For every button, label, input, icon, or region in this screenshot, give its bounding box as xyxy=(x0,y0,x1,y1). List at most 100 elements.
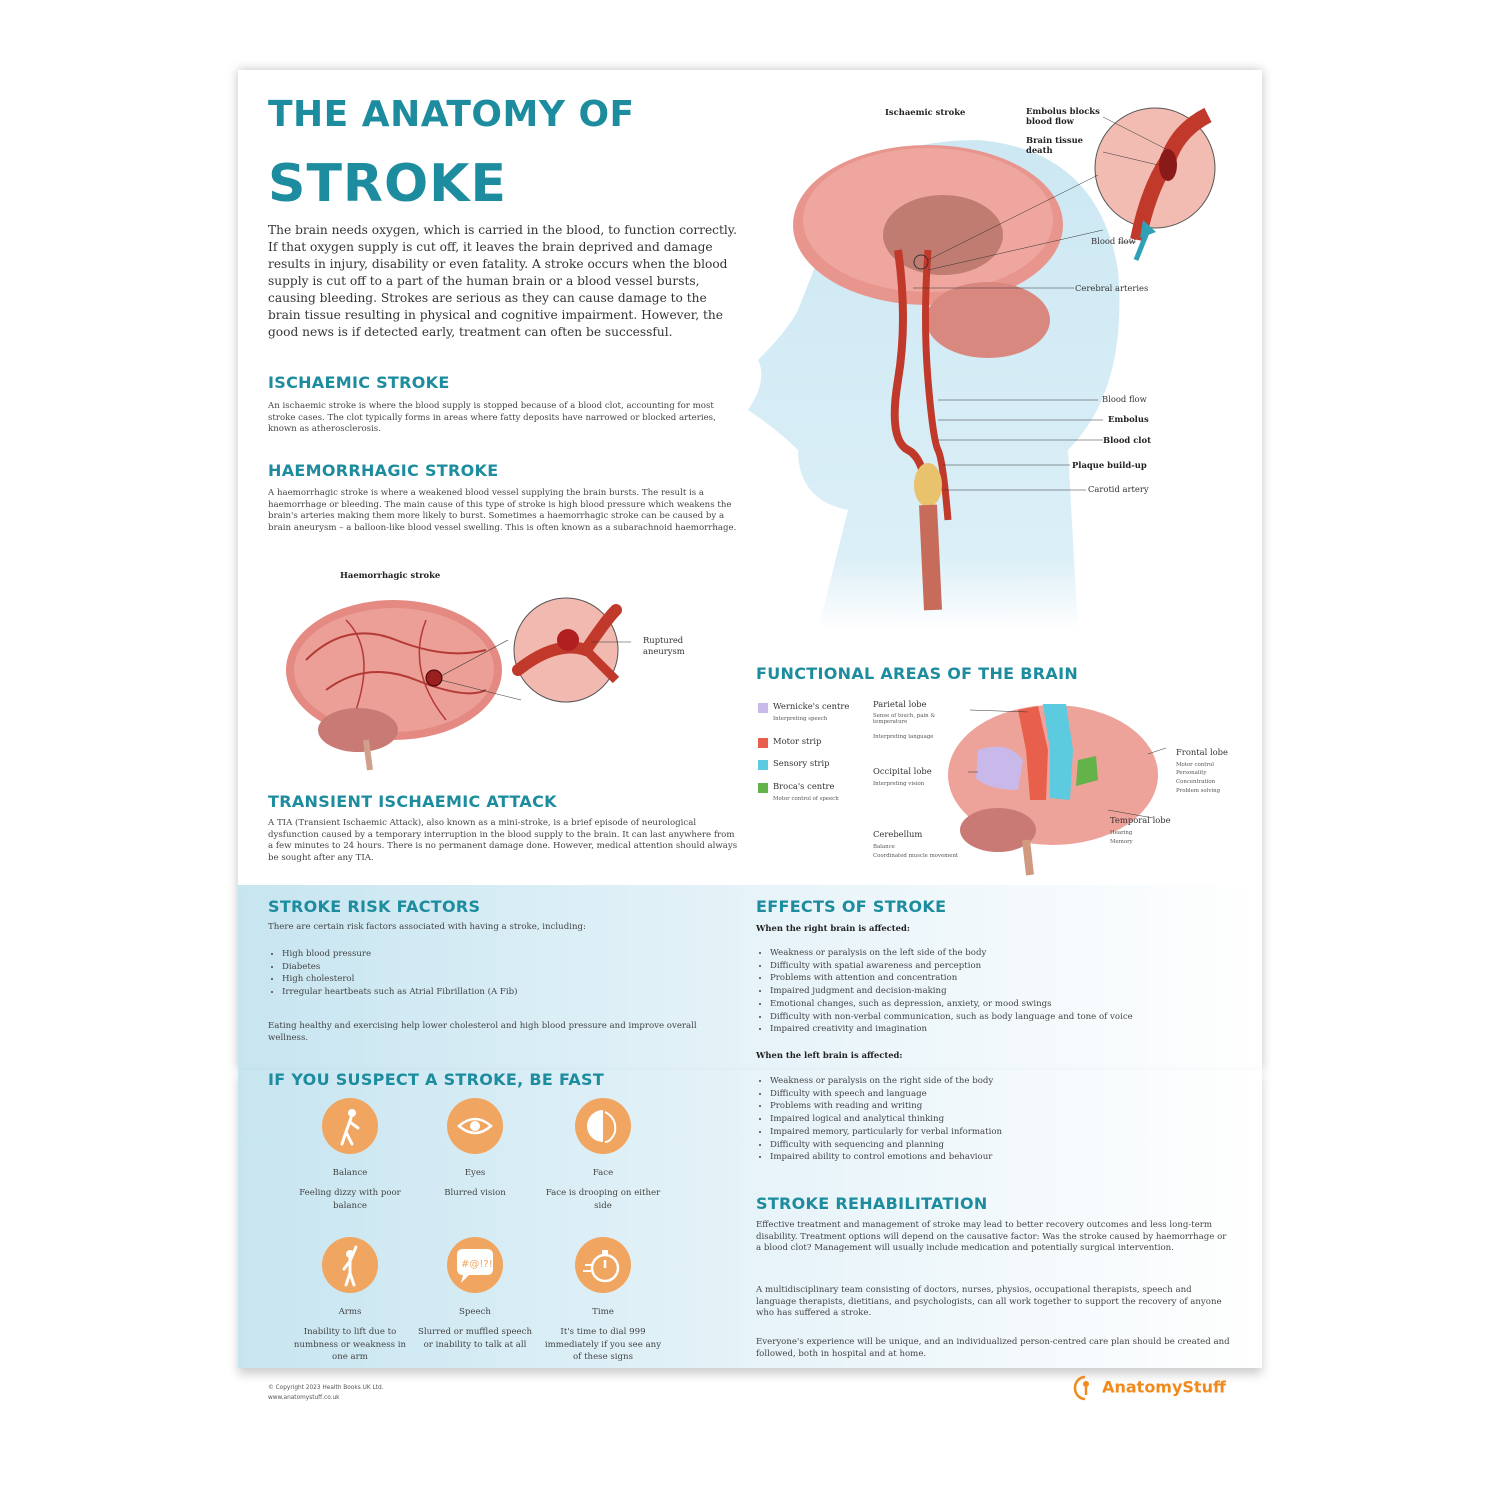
effects-right-title: When the right brain is affected: xyxy=(756,923,910,933)
temporal-desc-1: Hearing xyxy=(1110,830,1133,836)
list-item: Impaired ability to control emotions and… xyxy=(770,1151,1250,1164)
list-item: Difficulty with sequencing and planning xyxy=(770,1139,1250,1152)
embolus-label: Embolus xyxy=(1108,414,1149,424)
risk-intro: There are certain risk factors associate… xyxy=(268,922,586,932)
blood-clot-label: Blood clot xyxy=(1103,435,1151,445)
eye-icon xyxy=(447,1098,503,1154)
svg-text:#@!?!: #@!?! xyxy=(461,1259,493,1270)
ischaemic-heading: ISCHAEMIC STROKE xyxy=(268,373,450,392)
legend-swatch-broca xyxy=(758,783,768,793)
fast-desc: It's time to dial 999 immediately if you… xyxy=(544,1327,662,1362)
parietal-lobe-label: Parietal lobe xyxy=(873,699,927,709)
effects-heading: EFFECTS OF STROKE xyxy=(756,897,947,916)
blood-flow-top-label: Blood flow xyxy=(1091,236,1136,246)
legend-broca-desc: Motor control of speech xyxy=(773,796,839,802)
ruptured-aneurysm-label: Ruptured aneurysm xyxy=(643,635,685,656)
frontal-desc-4: Problem solving xyxy=(1176,788,1221,794)
bottom-gradient-band xyxy=(238,885,1262,1070)
ischaemic-figure-title: Ischaemic stroke xyxy=(885,107,966,117)
functional-heading: FUNCTIONAL AREAS OF THE BRAIN xyxy=(756,664,1079,683)
copyright: © Copyright 2023 Health Books UK Ltd. xyxy=(268,1385,384,1391)
fast-name: Arms xyxy=(338,1307,362,1317)
occipital-desc-1: Interpreting vision xyxy=(873,781,925,787)
list-item: Impaired creativity and imagination xyxy=(770,1023,1250,1036)
legend-sensory: Sensory strip xyxy=(773,758,830,768)
list-item: Problems with reading and writing xyxy=(770,1100,1250,1113)
speech-bubble-icon: #@!?! xyxy=(447,1237,503,1293)
haemorrhagic-text: A haemorrhagic stroke is where a weakene… xyxy=(268,488,737,533)
fast-desc: Inability to lift due to numbness or wea… xyxy=(293,1327,407,1362)
website-url: www.anatomystuff.co.uk xyxy=(268,1395,340,1401)
parietal-desc-2: Interpreting language xyxy=(873,734,934,740)
list-item: Weakness or paralysis on the right side … xyxy=(770,1075,1250,1088)
fast-name: Speech xyxy=(459,1307,491,1317)
list-item: Irregular heartbeats such as Atrial Fibr… xyxy=(282,986,752,999)
effects-left-list: Weakness or paralysis on the right side … xyxy=(756,1075,1250,1164)
blood-flow-label: Blood flow xyxy=(1102,394,1147,404)
legend-broca: Broca's centre xyxy=(773,781,835,791)
fast-desc: Blurred vision xyxy=(444,1188,506,1198)
person-arm-raised-icon xyxy=(322,1237,378,1293)
ischaemic-head-illustration xyxy=(748,107,1216,630)
tia-text: A TIA (Transient Ischaemic Attack), also… xyxy=(268,818,738,863)
person-dizzy-icon xyxy=(322,1098,378,1154)
list-item: Diabetes xyxy=(282,961,752,974)
parietal-desc-1: Sense of touch, pain & temperature xyxy=(873,713,936,725)
risk-heading: STROKE RISK FACTORS xyxy=(268,897,481,916)
list-item: High blood pressure xyxy=(282,948,752,961)
fast-name: Time xyxy=(592,1307,614,1317)
occipital-lobe-label: Occipital lobe xyxy=(873,766,932,776)
intro-paragraph: The brain needs oxygen, which is carried… xyxy=(268,223,737,339)
tia-heading: TRANSIENT ISCHAEMIC ATTACK xyxy=(268,792,557,811)
haemorrhagic-figure-title: Haemorrhagic stroke xyxy=(340,570,441,580)
legend-wernicke-desc: Interpreting speech xyxy=(773,716,828,722)
list-item: High cholesterol xyxy=(282,973,752,986)
plaque-label: Plaque build-up xyxy=(1072,460,1147,470)
stopwatch-icon xyxy=(575,1237,631,1293)
risk-list: High blood pressure Diabetes High choles… xyxy=(268,948,752,999)
rehab-heading: STROKE REHABILITATION xyxy=(756,1194,988,1213)
rehab-p1: Effective treatment and management of st… xyxy=(756,1220,1227,1253)
fast-desc: Slurred or muffled speech or inability t… xyxy=(417,1327,532,1350)
cerebellum-desc-2: Coordinated muscle movement xyxy=(873,853,959,859)
rehab-p3: Everyone's experience will be unique, an… xyxy=(756,1337,1230,1359)
lower-band xyxy=(238,1070,1262,1368)
fast-desc: Feeling dizzy with poor balance xyxy=(299,1188,401,1211)
cerebellum-desc-1: Balance xyxy=(873,844,895,850)
embolus-blocks-label: Embolus blocks blood flow xyxy=(1026,106,1100,126)
fast-eyes: Eyes Blurred vision xyxy=(415,1098,535,1200)
list-item: Impaired logical and analytical thinking xyxy=(770,1113,1250,1126)
haemorrhagic-heading: HAEMORRHAGIC STROKE xyxy=(268,461,499,480)
carotid-label: Carotid artery xyxy=(1088,484,1149,494)
list-item: Difficulty with spatial awareness and pe… xyxy=(770,960,1250,973)
fast-face: Face Face is drooping on either side xyxy=(543,1098,663,1212)
legend-motor: Motor strip xyxy=(773,736,822,746)
ischaemic-text: An ischaemic stroke is where the blood s… xyxy=(268,401,716,434)
cerebellum-label: Cerebellum xyxy=(873,829,923,839)
frontal-desc-3: Concentration xyxy=(1176,779,1216,785)
anatomystuff-logo: AnatomyStuff xyxy=(1073,1375,1226,1401)
cerebral-arteries-label: Cerebral arteries xyxy=(1075,283,1149,293)
anatomy-logo-icon xyxy=(1073,1375,1089,1401)
list-item: Difficulty with non-verbal communication… xyxy=(770,1011,1250,1024)
list-item: Impaired judgment and decision-making xyxy=(770,985,1250,998)
frontal-desc-2: Personality xyxy=(1176,770,1207,776)
effects-right-list: Weakness or paralysis on the left side o… xyxy=(756,947,1250,1036)
stroke-poster: THE ANATOMY OF STROKE The brain needs ox… xyxy=(238,70,1262,1070)
tissue-death-label: Brain tissue death xyxy=(1026,135,1084,155)
fast-heading: IF YOU SUSPECT A STROKE, BE FAST xyxy=(268,1070,605,1089)
list-item: Weakness or paralysis on the left side o… xyxy=(770,947,1250,960)
rehab-p2: A multidisciplinary team consisting of d… xyxy=(756,1285,1222,1318)
temporal-lobe-label: Temporal lobe xyxy=(1110,815,1171,825)
functional-brain-illustration xyxy=(948,704,1167,876)
list-item: Difficulty with speech and language xyxy=(770,1088,1250,1101)
fast-name: Eyes xyxy=(464,1168,486,1178)
fast-name: Face xyxy=(592,1168,614,1178)
fast-balance: Balance Feeling dizzy with poor balance xyxy=(290,1098,410,1212)
legend-swatch-wernicke xyxy=(758,703,768,713)
fast-time: Time It's time to dial 999 immediately i… xyxy=(543,1237,663,1364)
frontal-lobe-label: Frontal lobe xyxy=(1176,747,1228,757)
title-line-2: STROKE xyxy=(268,154,507,214)
fast-desc: Face is drooping on either side xyxy=(545,1188,661,1211)
list-item: Problems with attention and concentratio… xyxy=(770,972,1250,985)
